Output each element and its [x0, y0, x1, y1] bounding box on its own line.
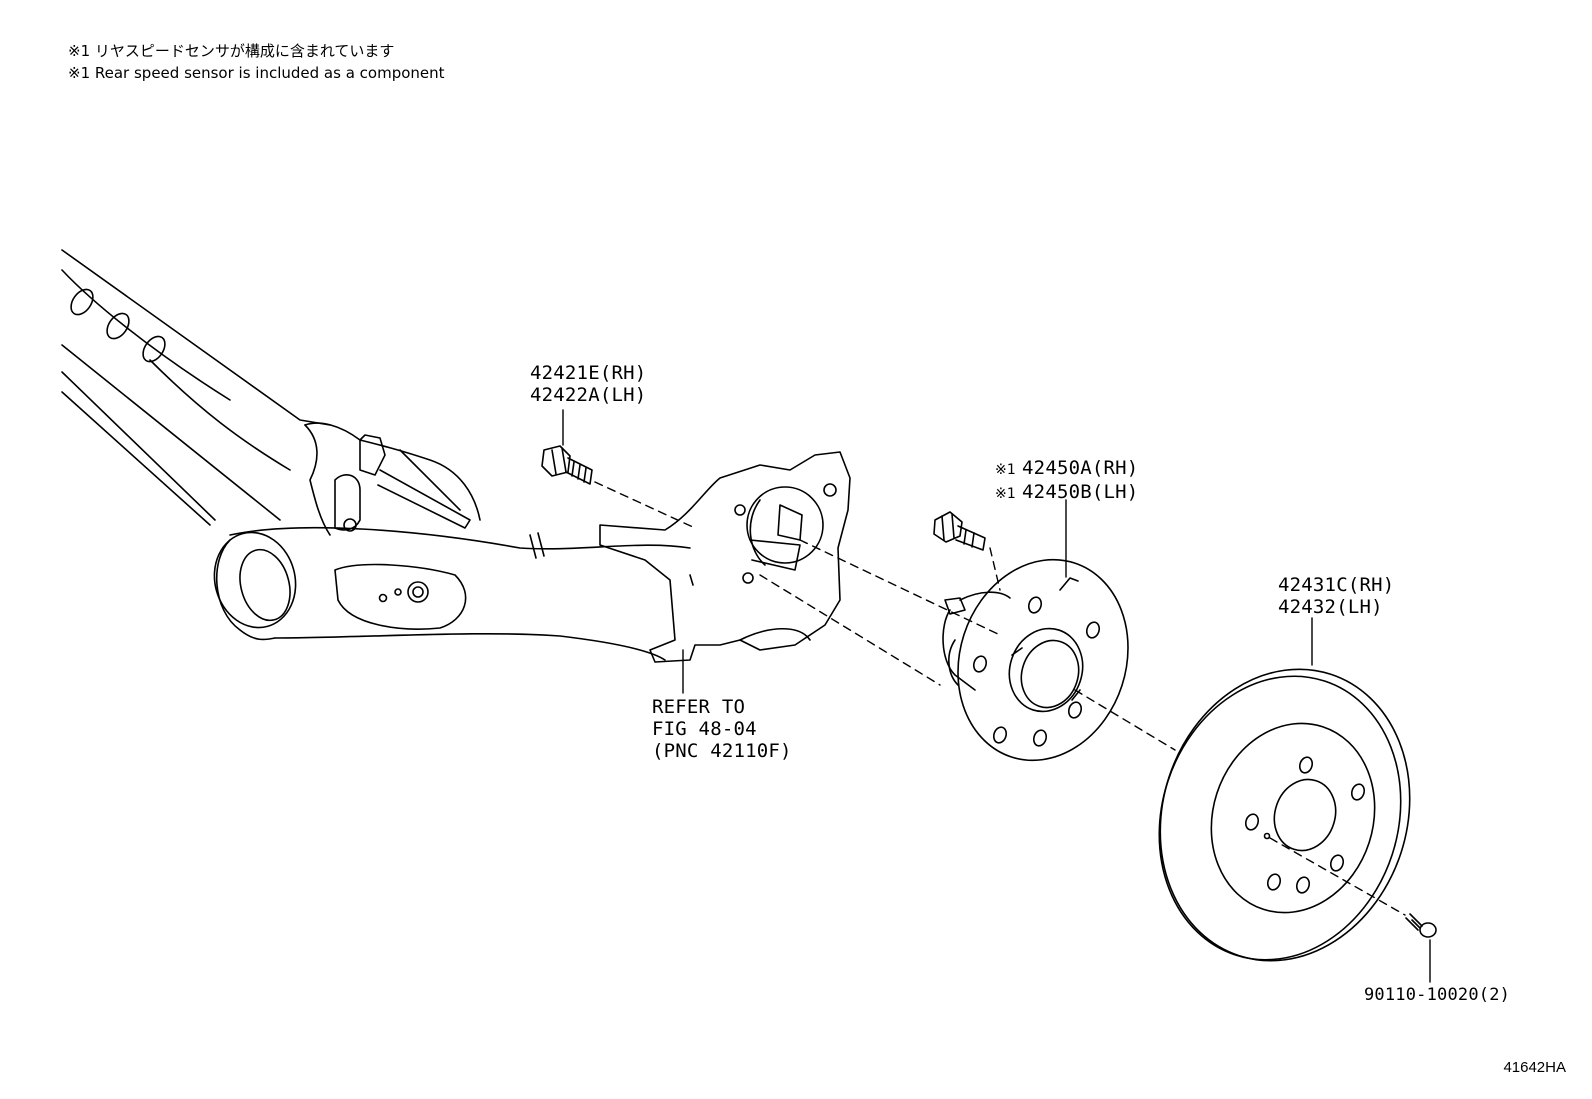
brake-disc	[1158, 668, 1411, 962]
note-japanese: ※1 リヤスピードセンサが構成に含まれています	[68, 42, 395, 60]
note-english: ※1 Rear speed sensor is included as a co…	[68, 64, 445, 82]
callout-refer-to: REFER TO FIG 48-04 (PNC 42110F)	[652, 696, 792, 762]
disc-screw	[1405, 913, 1437, 938]
mount-bracket	[304, 422, 481, 536]
hub-bolt	[541, 445, 593, 485]
trailing-arm	[213, 526, 691, 661]
hub-bearing	[942, 558, 1129, 762]
axle-beam	[61, 249, 331, 526]
callout-brake-disc: 42431C(RH) 42432(LH)	[1278, 574, 1395, 618]
assembly-lines	[594, 481, 1406, 916]
hub-stud	[933, 511, 986, 551]
callout-hub-bolt: 42421E(RH) 42422A(LH)	[530, 362, 647, 406]
figure-number: 41642HA	[1503, 1059, 1566, 1076]
leader-lines	[562, 409, 1431, 983]
axle-carrier	[599, 451, 851, 663]
callout-disc-screw: 90110-10020(2)	[1364, 985, 1511, 1005]
